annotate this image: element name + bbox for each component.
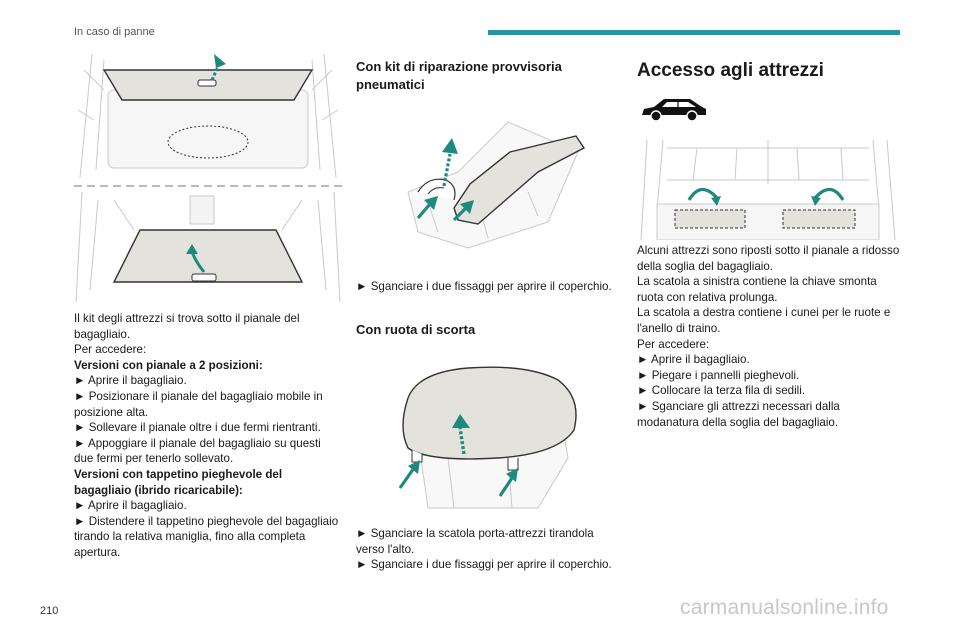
lift-arrow-icon (452, 414, 470, 455)
lift-arrow-icon (210, 54, 226, 81)
page-title: Accesso agli attrezzi (637, 60, 824, 81)
heading-repair-kit: Con kit di riparazione provvisoria pneum… (356, 59, 562, 92)
unclip-arrow-icon (416, 196, 474, 222)
col2-body-2: ► Sganciare la scatola porta-attrezzi ti… (356, 527, 612, 572)
col1-body: Il kit degli attrezzi si trova sotto il … (74, 312, 339, 559)
spare-wheel-toolbox-illustration (398, 366, 577, 509)
trunk-floor-illustration (74, 50, 342, 302)
header-accent-bar (488, 30, 900, 35)
trunk-sill-tools-illustration (640, 140, 896, 240)
car-silhouette-icon (642, 99, 706, 122)
repair-kit-box-illustration (407, 121, 586, 249)
page-number: 210 (40, 605, 59, 617)
watermark: carmanualsonline.info (680, 596, 889, 619)
lift-arrow-icon (442, 138, 458, 187)
unclip-arrow-icon (398, 460, 518, 497)
heading-spare-wheel: Con ruota di scorta (356, 322, 476, 337)
section-title: In caso di panne (74, 26, 155, 38)
col3-body: Alcuni attrezzi sono riposti sotto il pi… (637, 244, 900, 429)
fold-arrow-icon (687, 187, 845, 206)
pull-handle-arrow-icon (186, 244, 206, 273)
col2-body-1: ► Sganciare i due fissaggi per aprire il… (356, 280, 612, 293)
